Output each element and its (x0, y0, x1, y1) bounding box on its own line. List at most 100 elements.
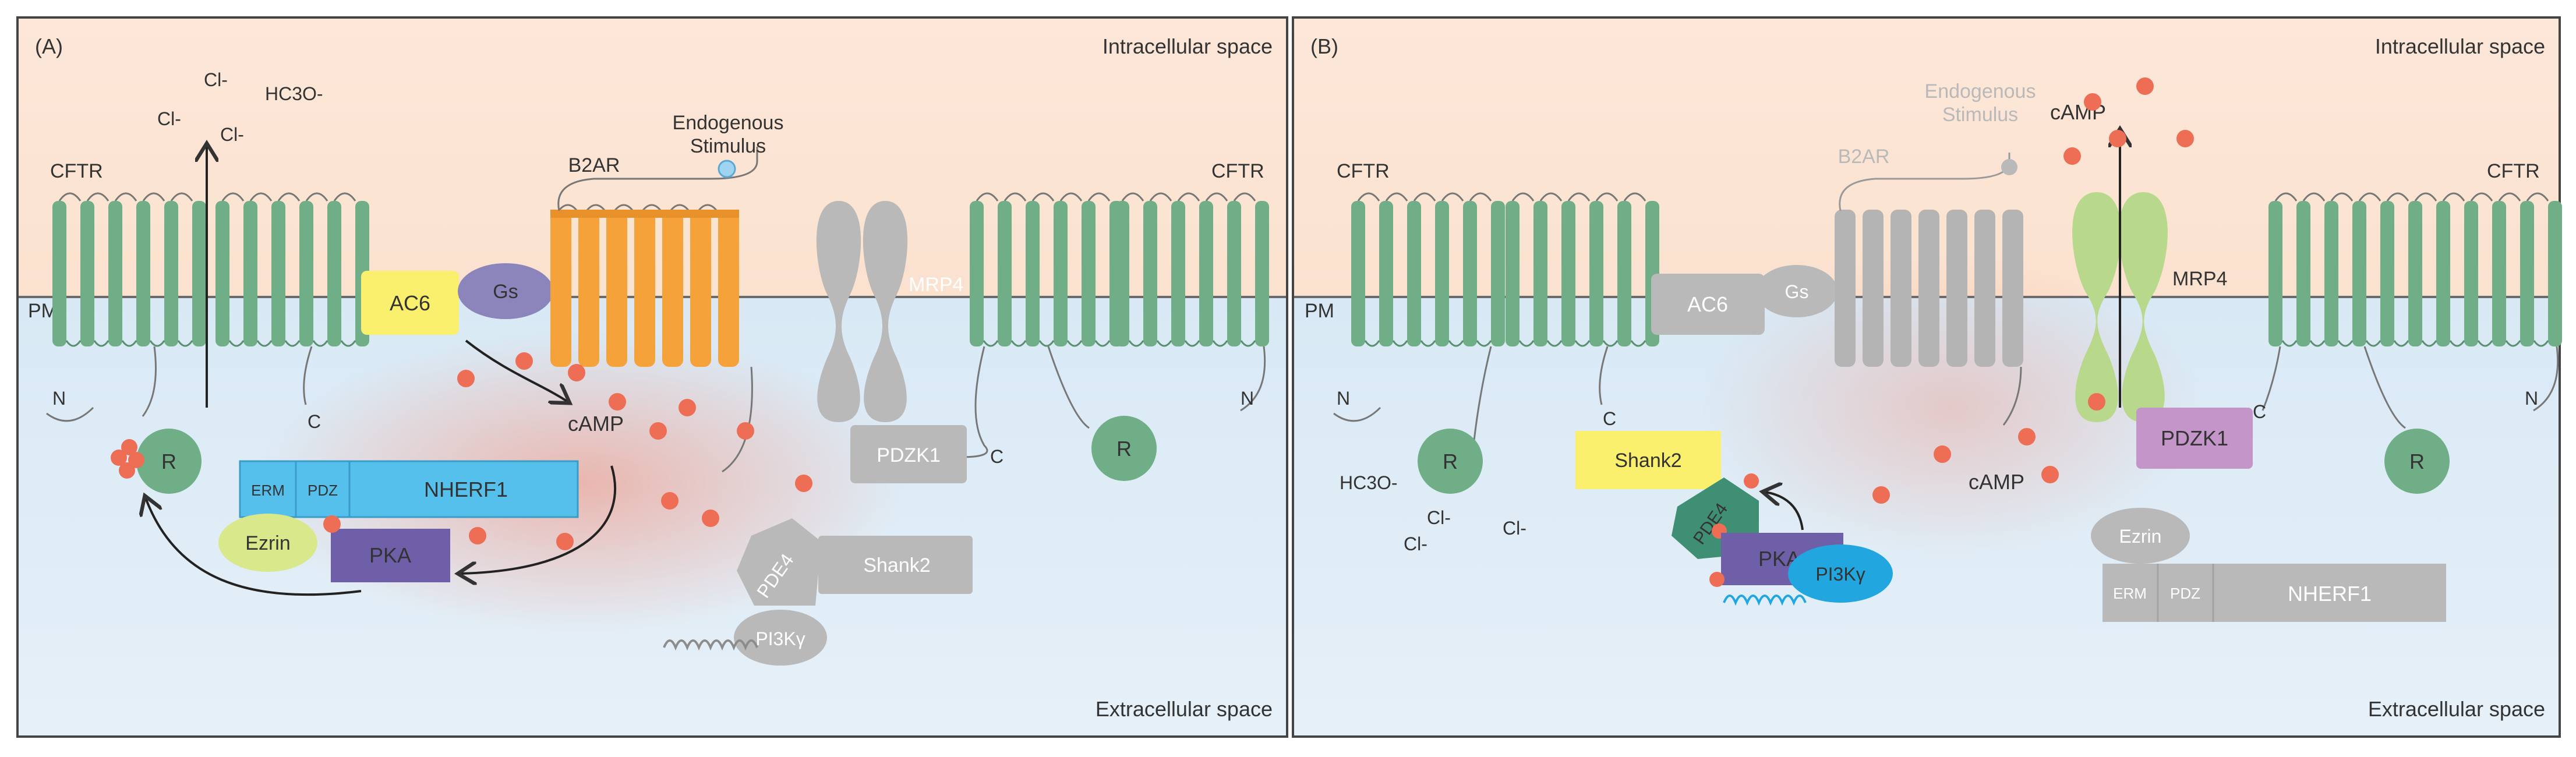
panel-b-cl2: Cl- (1404, 533, 1427, 554)
panel-a-pka-to-r-arrow (146, 498, 362, 596)
panel-a-camp-molecules (323, 352, 812, 550)
panel-a-c-right: C (990, 446, 1003, 467)
panel-a-inactive-complex: Shank2 PDE4 PI3Kγ (663, 518, 973, 666)
panel-a-ion-cl1: Cl- (204, 69, 228, 90)
panel-b-endogenous: Endogenous (1925, 80, 2036, 102)
panel-a-extracellular-label: Extracellular space (1096, 697, 1273, 721)
panel-a-r-domain-left (136, 429, 202, 494)
panel-b-gs-label: Gs (1785, 281, 1809, 302)
panel-a-cftr-right: CFTR C N R (960, 160, 1270, 481)
panel-a-nherf1: ERM PDZ NHERF1 (239, 460, 579, 518)
panel-b-mrp4-label: MRP4 (2172, 268, 2227, 290)
panel-a-b2ar: B2AR Endogenous Stimulus (549, 112, 784, 473)
panel-a-gs (458, 263, 553, 319)
panel-a-mrp4: MRP4 (816, 201, 963, 422)
panel-b-camp-low-label: cAMP (1969, 470, 2024, 494)
panel-b-pdzk1 (2136, 408, 2253, 469)
panel-b-pi3k (1788, 544, 1893, 603)
panel-a-cftr-right-label: CFTR (1211, 160, 1264, 182)
panel-b-camp-molecules (1872, 77, 2194, 504)
panel-a-nherf1-label: NHERF1 (424, 477, 508, 501)
panel-a-pi3k-label: PI3Kγ (755, 628, 805, 649)
panel-b-camp-glow (1701, 256, 2202, 559)
panel-a-c-left: C (308, 411, 321, 432)
panel-a-r-left-label: R (161, 450, 176, 473)
panel-b-cftr-right-label: CFTR (2487, 160, 2540, 182)
panel-b: (B) Intracellular space Extracellular sp… (1292, 16, 2563, 738)
panel-b-cl3: Cl- (1503, 518, 1526, 539)
panel-a-n-left: N (52, 388, 66, 409)
panel-b-r-domain-right (2384, 429, 2450, 494)
panel-b-stimulus-ligand (2001, 159, 2017, 175)
panel-b-pdzk1-label: PDZK1 (2161, 426, 2228, 450)
panel-b-stimulus: Stimulus (1942, 104, 2018, 126)
panel-b-erm-label: ERM (2113, 585, 2147, 602)
panel-b-n-right: N (2525, 388, 2538, 409)
panel-a-intracellular-label: Intracellular space (1103, 34, 1273, 58)
panel-b-tag: (B) (1310, 34, 1338, 58)
panel-b-pi3k-label: PI3Kγ (1815, 564, 1865, 585)
panel-b-mrp4: MRP4 (2072, 192, 2227, 422)
panel-a-n-right: N (1241, 388, 1254, 409)
panel-a-phospho-cluster (111, 439, 144, 479)
panel-a-ion-cl2: Cl- (157, 108, 181, 129)
panel-b-c-left: C (1603, 408, 1616, 429)
panel-a-pka-label: PKA (369, 543, 411, 567)
panel-a-ac6 (361, 271, 459, 335)
panel-b-shank2 (1575, 431, 1721, 489)
panel-a-ac6-to-camp-arrow (465, 339, 568, 402)
panel-b-ac6-label: AC6 (1687, 292, 1728, 316)
panel-b-cftr-right: CFTR C N R (2253, 160, 2563, 494)
panel-a-pdz-label: PDZ (308, 482, 338, 499)
panel-b-cftr-left: CFTR N C R (1333, 160, 1660, 494)
panel-b-b2ar: B2AR Endogenous Stimulus (1835, 80, 2036, 426)
panel-a-shank2-label: Shank2 (863, 554, 930, 576)
panel-a-ion-cl3: Cl- (220, 124, 244, 145)
panel-a-erm-label: ERM (251, 482, 285, 499)
panel-b-border (1292, 16, 2561, 738)
panel-b-phospho-pde4 (1744, 473, 1759, 489)
panel-a-cftr-left-label: CFTR (50, 160, 103, 182)
panel-b-n-left: N (1337, 388, 1350, 409)
panel-b-r-right-label: R (2409, 450, 2425, 473)
panel-b-pdz-label: PDZ (2170, 585, 2200, 602)
panel-b-pka-to-pde4-arrow (1765, 492, 1804, 530)
panel-a-b2ar-label: B2AR (568, 154, 620, 176)
panel-b-intracellular-label: Intracellular space (2375, 34, 2545, 58)
panel-b-shank2-label: Shank2 (1614, 450, 1681, 472)
panel-a-stimulus-ligand (718, 160, 736, 178)
panel-a-r-right-label: R (1116, 437, 1132, 461)
panel-a: (A) Intracellular space Extracellular sp… (16, 16, 1288, 738)
panel-b-pi3k-tail (1723, 595, 1807, 606)
panel-a-camp-label: cAMP (568, 412, 624, 436)
panel-a-mrp4-label: MRP4 (909, 274, 963, 296)
panel-a-pdzk1 (850, 425, 967, 483)
panel-a-camp-to-pka-arrow (460, 465, 617, 574)
panel-b-nherf1-label: NHERF1 (2288, 582, 2372, 606)
panel-b-extracellular-label: Extracellular space (2368, 697, 2545, 721)
panel-b-r-domain-left (1418, 429, 1483, 494)
panel-b-pm-label: PM (1305, 300, 1334, 322)
panel-b-ac6 (1651, 274, 1765, 335)
panel-a-ezrin (218, 514, 317, 572)
panel-b-cftr-left-label: CFTR (1337, 160, 1390, 182)
panel-b-hco3: HC3O- (1340, 472, 1398, 493)
panel-a-gs-label: Gs (493, 281, 518, 303)
panel-a-endogenous: Endogenous (673, 112, 784, 134)
panel-a-cftr-left: CFTR N C R (46, 160, 370, 494)
panel-b-cl1: Cl- (1427, 507, 1451, 528)
panel-b-c-right: C (2253, 401, 2266, 422)
panel-b-r-left-label: R (1443, 450, 1458, 473)
panel-a-border (16, 16, 1288, 738)
panel-b-ezrin (2091, 508, 2190, 564)
panel-a-ezrin-label: Ezrin (245, 532, 290, 554)
panel-b-ezrin-label: Ezrin (2119, 526, 2162, 547)
panel-a-pka (331, 529, 450, 582)
panel-b-b2ar-label: B2AR (1838, 146, 1890, 168)
panel-b-nherf1: ERM PDZ NHERF1 (2103, 564, 2446, 622)
panel-a-pdzk1-label: PDZK1 (877, 444, 941, 466)
panel-a-ion-hco3: HC3O- (265, 83, 323, 104)
panel-a-tag: (A) (35, 34, 63, 58)
